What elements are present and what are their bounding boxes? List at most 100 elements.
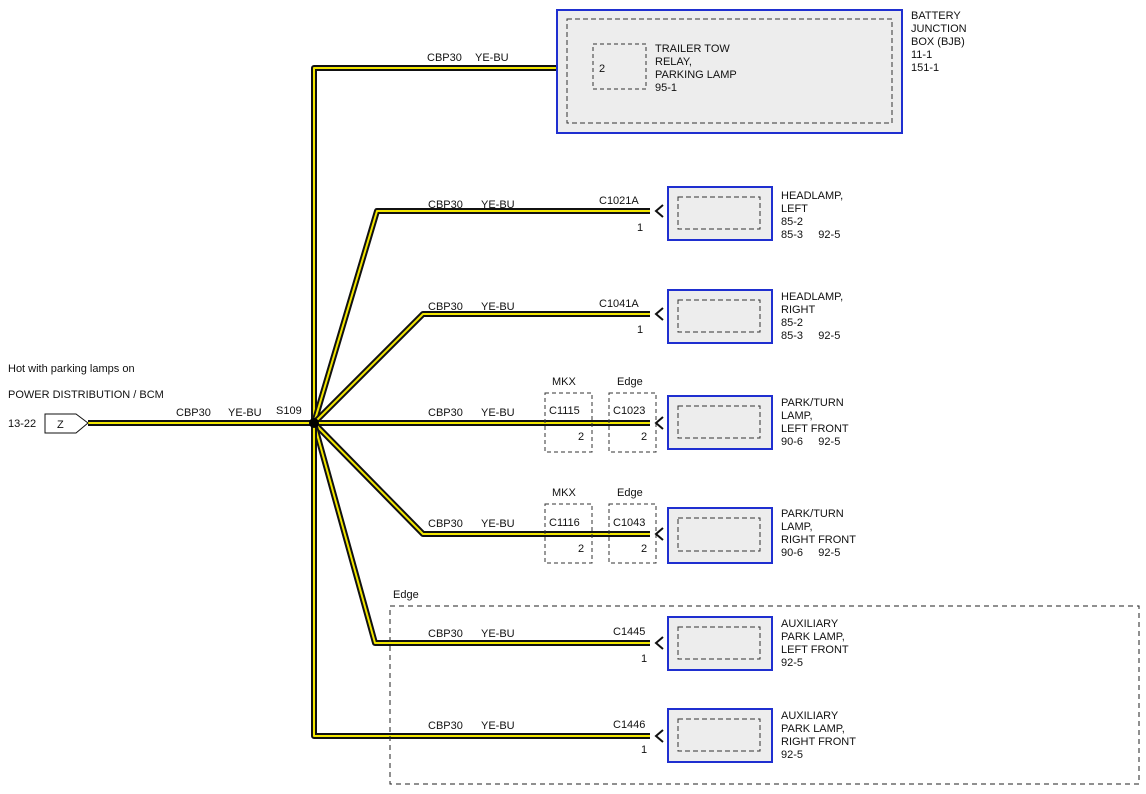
- variant-label: Edge: [617, 376, 643, 388]
- component-line: PARK/TURN: [781, 397, 844, 409]
- bjb-line-4: 11-1: [911, 49, 932, 61]
- component-line: 85-2: [781, 216, 803, 228]
- branch-circuit: CBP30: [428, 199, 463, 211]
- component-line: RIGHT: [781, 304, 816, 316]
- variant-connector-box[interactable]: [608, 503, 657, 564]
- connector-arrow-icon: [654, 416, 664, 430]
- branch-park-turn-left: CBP30 YE-BU MKX Edge C1115 C1023 2 2 PAR…: [428, 376, 849, 453]
- connector-id: C1021A: [599, 195, 639, 207]
- source-block: Hot with parking lamps on POWER DISTRIBU…: [8, 363, 302, 434]
- park-turn-left-box[interactable]: [667, 395, 773, 450]
- variant-connector-box[interactable]: [544, 503, 593, 564]
- variant-pin: 2: [641, 543, 647, 555]
- component-line: LAMP,: [781, 521, 813, 533]
- component-line: LAMP,: [781, 410, 813, 422]
- headlamp-right-box[interactable]: [667, 289, 773, 344]
- component-line: RIGHT FRONT: [781, 736, 856, 748]
- bjb-wire-circuit: CBP30: [427, 52, 462, 64]
- relay-line-2: RELAY,: [655, 56, 692, 68]
- connector-arrow-icon: [654, 307, 664, 321]
- aux-left-box[interactable]: [667, 616, 773, 671]
- variant-label: MKX: [552, 487, 577, 499]
- component-inner-dashed: [677, 718, 761, 752]
- variant-pin: 2: [578, 543, 584, 555]
- bjb-inner-dashed-box: [566, 18, 893, 124]
- component-line: RIGHT FRONT: [781, 534, 856, 546]
- bjb-line-1: BATTERY: [911, 10, 961, 22]
- source-color: YE-BU: [228, 407, 262, 419]
- bjb-line-5: 151-1: [911, 62, 939, 74]
- component-line: AUXILIARY: [781, 618, 839, 630]
- component-line: HEADLAMP,: [781, 291, 843, 303]
- bjb-line-3: BOX (BJB): [911, 36, 965, 48]
- variant-connector-id: C1115: [549, 405, 580, 417]
- component-line: PARK LAMP,: [781, 631, 845, 643]
- connector-id: C1445: [613, 626, 645, 638]
- component-inner-dashed: [677, 405, 761, 439]
- source-flag-icon[interactable]: [44, 413, 89, 434]
- branch-circuit: CBP30: [428, 518, 463, 530]
- headlamp-left-box[interactable]: [667, 186, 773, 241]
- bjb-wire-color: YE-BU: [475, 52, 509, 64]
- branch-park-turn-right: CBP30 YE-BU MKX Edge C1116 C1043 2 2 PAR…: [428, 487, 856, 564]
- component-line: PARK/TURN: [781, 508, 844, 520]
- connector-arrow-icon: [654, 729, 664, 743]
- variant-connector-box[interactable]: [544, 392, 593, 453]
- component-line: HEADLAMP,: [781, 190, 843, 202]
- splice-label: S109: [276, 405, 302, 417]
- component-inner-dashed: [677, 299, 761, 333]
- connector-pin: 1: [637, 222, 643, 234]
- relay-line-4: 95-1: [655, 82, 677, 94]
- variant-pin: 2: [641, 431, 647, 443]
- component-line: 85-3 92-5: [781, 330, 840, 342]
- branch-circuit: CBP30: [428, 407, 463, 419]
- wire-bjb[interactable]: [311, 65, 594, 423]
- branch-aux-left: CBP30 YE-BU C1445 1 AUXILIARY PARK LAMP,…: [428, 616, 849, 671]
- branch-color: YE-BU: [481, 407, 515, 419]
- component-line: PARK LAMP,: [781, 723, 845, 735]
- edge-group-label: Edge: [393, 589, 419, 601]
- branch-circuit: CBP30: [428, 720, 463, 732]
- bjb-outer-box: [556, 9, 903, 134]
- component-inner-dashed: [677, 196, 761, 230]
- component-inner-dashed: [677, 517, 761, 552]
- branch-headlamp-left: CBP30 YE-BU C1021A 1 HEADLAMP, LEFT 85-2…: [428, 186, 843, 241]
- relay-pin: 2: [599, 63, 605, 75]
- source-flag: Z: [57, 419, 64, 431]
- relay-line-3: PARKING LAMP: [655, 69, 737, 81]
- component-line: LEFT: [781, 203, 808, 215]
- component-inner-dashed: [677, 626, 761, 660]
- component-line: AUXILIARY: [781, 710, 839, 722]
- bjb-line-2: JUNCTION: [911, 23, 967, 35]
- component-line: 85-2: [781, 317, 803, 329]
- splice-dot[interactable]: [309, 418, 319, 428]
- connector-pin: 1: [641, 653, 647, 665]
- connector-id: C1041A: [599, 298, 639, 310]
- source-circuit: CBP30: [176, 407, 211, 419]
- variant-connector-id: C1043: [613, 517, 645, 529]
- branch-color: YE-BU: [481, 301, 515, 313]
- variant-pin: 2: [578, 431, 584, 443]
- connector-pin: 1: [641, 744, 647, 756]
- component-line: 90-6 92-5: [781, 436, 840, 448]
- component-line: 92-5: [781, 657, 803, 669]
- wire-group: [88, 65, 650, 739]
- bjb-component[interactable]: 2 TRAILER TOW RELAY, PARKING LAMP 95-1 B…: [556, 9, 967, 134]
- variant-connector-box[interactable]: [608, 392, 657, 453]
- variant-label: MKX: [552, 376, 577, 388]
- aux-right-box[interactable]: [667, 708, 773, 763]
- relay-line-1: TRAILER TOW: [655, 43, 730, 55]
- branch-circuit: CBP30: [428, 628, 463, 640]
- branch-headlamp-right: CBP30 YE-BU C1041A 1 HEADLAMP, RIGHT 85-…: [428, 289, 843, 344]
- branch-color: YE-BU: [481, 628, 515, 640]
- branch-aux-right: CBP30 YE-BU C1446 1 AUXILIARY PARK LAMP,…: [428, 708, 856, 763]
- component-line: 90-6 92-5: [781, 547, 840, 559]
- connector-arrow-icon: [654, 636, 664, 650]
- source-ref: 13-22: [8, 418, 36, 430]
- branch-circuit: CBP30: [428, 301, 463, 313]
- park-turn-right-box[interactable]: [667, 507, 773, 564]
- variant-connector-id: C1023: [613, 405, 645, 417]
- wire-aux-right[interactable]: [311, 423, 650, 739]
- connector-arrow-icon: [654, 204, 664, 218]
